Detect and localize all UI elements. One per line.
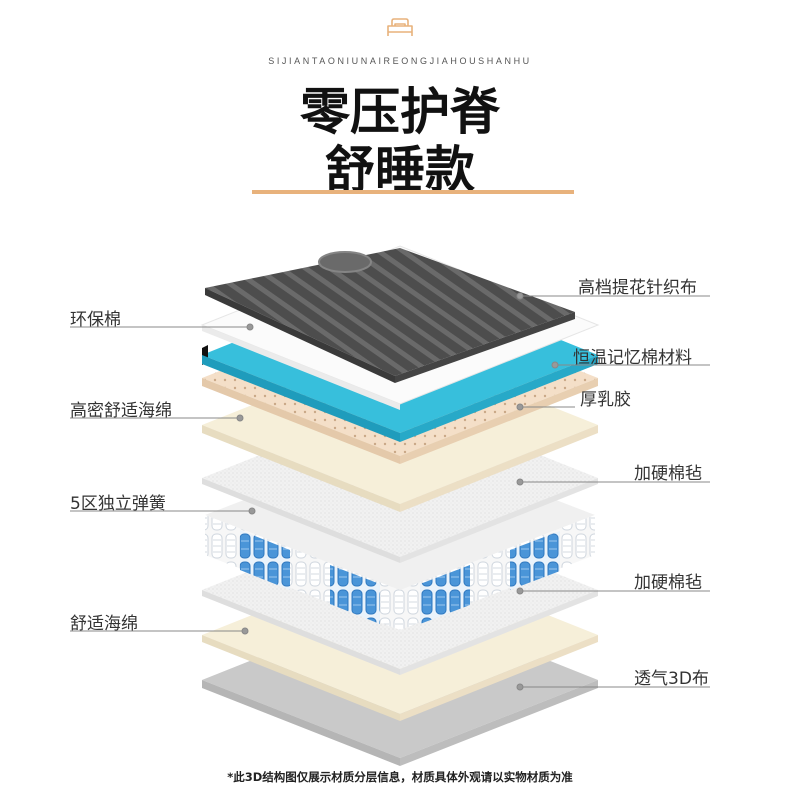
brand-subtitle: SIJIANTAONIUNAIREONGJIAHOUSHANHU: [268, 56, 532, 66]
bed-icon: [387, 18, 413, 36]
page-title-line2: 舒睡款: [325, 141, 475, 199]
title-underline: [252, 190, 574, 194]
layer-knit-fabric: [205, 248, 575, 383]
label-knit-fabric: 高档提花针织布: [578, 278, 697, 298]
label-latex: 厚乳胶: [580, 390, 631, 410]
page-title-line1: 零压护脊: [300, 83, 500, 141]
label-memory-foam: 恒温记忆棉材料: [573, 348, 692, 368]
label-felt-bottom: 加硬棉毡: [634, 573, 702, 593]
label-breathable-3d: 透气3D布: [634, 669, 709, 689]
label-comfort-sponge: 舒适海绵: [70, 614, 138, 634]
label-spring-zone: 5区独立弹簧: [70, 494, 166, 514]
label-felt-top: 加硬棉毡: [634, 464, 702, 484]
footnote-disclaimer: *此3D结构图仅展示材质分层信息，材质具体外观请以实物材质为准: [227, 770, 573, 784]
label-high-density-foam: 高密舒适海绵: [70, 401, 172, 421]
label-eco-cotton: 环保棉: [70, 310, 121, 330]
